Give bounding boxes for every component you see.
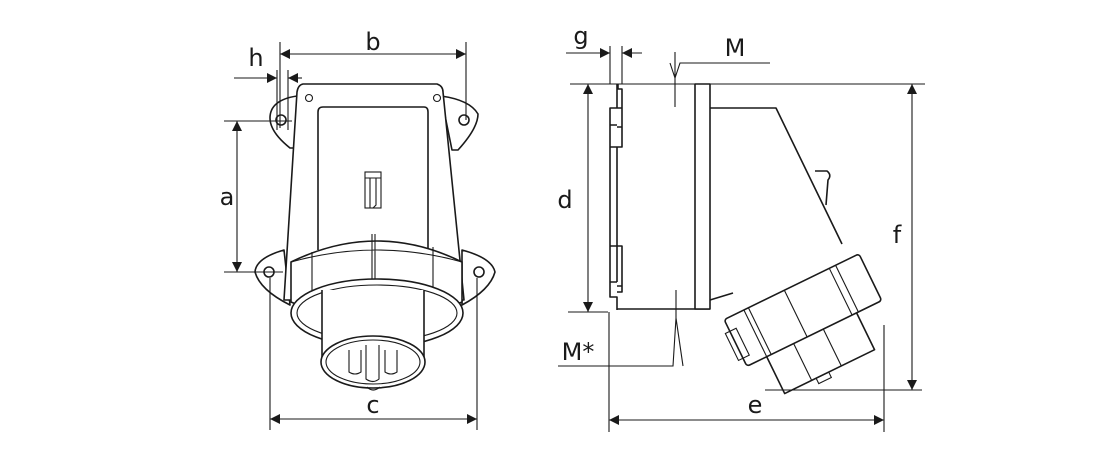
socket-head — [724, 254, 882, 395]
mounting-hole — [473, 266, 485, 278]
label-e: e — [748, 391, 763, 419]
label-m: M — [725, 34, 746, 62]
wall-bracket — [609, 84, 623, 310]
body-to-socket — [709, 292, 734, 301]
latch — [815, 170, 831, 206]
front-view: b h a c — [220, 28, 496, 430]
leader-m-star — [558, 290, 684, 367]
side-view: d f g M M* e — [557, 22, 925, 432]
label-a: a — [220, 183, 235, 211]
inner-panel — [317, 106, 429, 250]
top-left-mounting-ear — [269, 95, 298, 149]
angled-body — [710, 107, 843, 245]
label-b: b — [365, 28, 380, 56]
label-m-star: M* — [562, 338, 595, 366]
label-d: d — [557, 186, 572, 214]
extension-line — [609, 46, 623, 84]
leader-m — [669, 52, 770, 107]
mounting-hole — [275, 114, 287, 126]
label-c: c — [366, 391, 379, 419]
screw-hole — [432, 93, 442, 103]
label-h: h — [248, 44, 263, 72]
extension-line — [269, 278, 478, 430]
plug-face — [320, 335, 426, 389]
mounting-hole — [458, 114, 470, 126]
brand-logo-icon — [364, 171, 382, 209]
extension-line — [608, 312, 885, 432]
screw-hole — [304, 93, 314, 103]
front-plate — [694, 83, 711, 310]
pin-icon — [348, 345, 398, 391]
label-g: g — [573, 22, 588, 50]
label-f: f — [893, 221, 902, 249]
